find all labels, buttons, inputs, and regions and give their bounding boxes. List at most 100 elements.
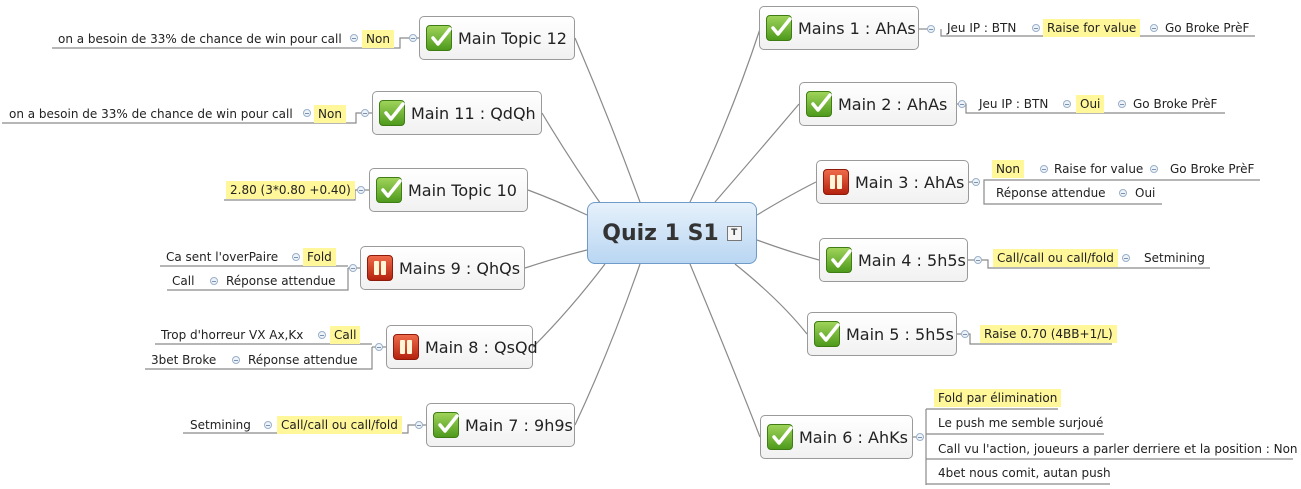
subtopic-label[interactable]: Setmining: [190, 418, 251, 432]
pause-icon: [823, 169, 849, 195]
central-topic[interactable]: Quiz 1 S1 T: [587, 202, 757, 264]
subtopic-label[interactable]: Non: [314, 105, 346, 123]
collapse-toggle[interactable]: [916, 433, 924, 441]
collapse-toggle[interactable]: [409, 34, 417, 42]
subtopic-label[interactable]: Ca sent l'overPaire: [166, 250, 279, 264]
topic-main-12[interactable]: Main Topic 12: [419, 16, 575, 60]
subtopic-label[interactable]: Fold: [303, 248, 336, 266]
topic-title: Main Topic 10: [408, 180, 517, 200]
topic-main-6[interactable]: Main 6 : AhKs: [760, 415, 913, 459]
collapse-toggle[interactable]: [1150, 24, 1158, 32]
subtopic-label[interactable]: Call/call ou call/fold: [277, 416, 402, 434]
pause-icon: [367, 255, 393, 281]
subtopic-label[interactable]: Fold par élimination: [934, 389, 1062, 407]
subtopic-label[interactable]: Jeu IP : BTN: [947, 21, 1017, 35]
central-title: Quiz 1 S1: [602, 220, 719, 246]
subtopic-label[interactable]: Oui: [1076, 95, 1105, 113]
collapse-toggle[interactable]: [1040, 165, 1048, 173]
collapse-toggle[interactable]: [961, 330, 969, 338]
subtopic-label[interactable]: on a besoin de 33% de chance de win pour…: [9, 107, 293, 121]
collapse-toggle[interactable]: [1118, 100, 1126, 108]
checkmark-icon: [376, 177, 402, 203]
collapse-toggle[interactable]: [1063, 100, 1071, 108]
checkmark-icon: [826, 247, 852, 273]
topic-main-3[interactable]: Main 3 : AhAs: [816, 160, 969, 204]
collapse-toggle[interactable]: [375, 343, 383, 351]
subtopic-label[interactable]: Réponse attendue: [996, 186, 1106, 200]
checkmark-icon: [767, 424, 793, 450]
collapse-toggle[interactable]: [1150, 165, 1158, 173]
topic-title: Main 6 : AhKs: [799, 427, 908, 447]
subtopic-label[interactable]: Call: [172, 274, 195, 288]
connector: [574, 37, 641, 203]
topic-title: Main Topic 12: [458, 28, 567, 48]
collapse-toggle[interactable]: [974, 256, 982, 264]
topic-main-4[interactable]: Main 4 : 5h5s: [819, 238, 968, 282]
checkmark-icon: [433, 412, 459, 438]
subtopic-label[interactable]: Raise 0.70 (4BB+1/L): [980, 325, 1117, 343]
subtopic-label[interactable]: Go Broke PrèF: [1170, 162, 1255, 176]
collapse-toggle[interactable]: [210, 277, 218, 285]
collapse-toggle[interactable]: [350, 34, 358, 42]
collapse-toggle[interactable]: [264, 421, 272, 429]
subtopic-label[interactable]: Call: [330, 326, 361, 344]
connector: [756, 181, 817, 216]
subtopic-label[interactable]: Le push me semble surjoué: [938, 416, 1104, 430]
subtopic-label[interactable]: Réponse attendue: [226, 274, 336, 288]
topic-main-11[interactable]: Main 11 : QdQh: [372, 91, 542, 135]
collapse-toggle[interactable]: [1032, 24, 1040, 32]
collapse-toggle[interactable]: [415, 421, 423, 429]
subtopic-label[interactable]: Go Broke PrèF: [1133, 97, 1218, 111]
subtopic-label[interactable]: Setmining: [1144, 251, 1205, 265]
subtopic-label[interactable]: Trop d'horreur VX Ax,Kx: [161, 328, 304, 342]
topic-mains-9[interactable]: Mains 9 : QhQs: [360, 246, 525, 290]
subtopic-label[interactable]: Raise for value: [1043, 19, 1141, 37]
collapse-toggle[interactable]: [361, 109, 369, 117]
subtopic-label[interactable]: 2.80 (3*0.80 +0.40): [226, 181, 355, 199]
subtopic-label[interactable]: Jeu IP : BTN: [979, 97, 1049, 111]
collapse-toggle[interactable]: [318, 331, 326, 339]
topic-main-7[interactable]: Main 7 : 9h9s: [426, 403, 575, 447]
connector: [541, 112, 606, 211]
connector: [689, 263, 761, 438]
topic-title: Main 11 : QdQh: [411, 103, 536, 123]
collapse-toggle[interactable]: [357, 186, 365, 194]
connector: [524, 249, 588, 269]
subtopic-label[interactable]: Raise for value: [1054, 162, 1144, 176]
collapse-toggle[interactable]: [349, 264, 357, 272]
subtopic-label[interactable]: Non: [992, 160, 1024, 178]
topic-title: Main 2 : AhAs: [838, 94, 948, 114]
subtopic-label[interactable]: Go Broke PrèF: [1165, 21, 1250, 35]
checkmark-icon: [766, 15, 792, 41]
topic-title: Main 8 : QsQd: [425, 337, 538, 357]
topic-main-5[interactable]: Main 5 : 5h5s: [807, 312, 957, 356]
subtopic-label[interactable]: Réponse attendue: [248, 353, 358, 367]
subtopic-label[interactable]: on a besoin de 33% de chance de win pour…: [58, 32, 342, 46]
collapse-toggle[interactable]: [303, 109, 311, 117]
collapse-toggle[interactable]: [1122, 254, 1130, 262]
note-icon[interactable]: T: [726, 225, 742, 241]
topic-mains-1[interactable]: Mains 1 : AhAs: [759, 6, 919, 50]
subtopic-label[interactable]: Call vu l'action, joueurs a parler derri…: [938, 442, 1298, 456]
collapse-toggle[interactable]: [927, 25, 935, 33]
collapse-toggle[interactable]: [972, 178, 980, 186]
topic-main-8[interactable]: Main 8 : QsQd: [386, 325, 538, 369]
connector: [756, 239, 820, 261]
collapse-toggle[interactable]: [1119, 189, 1127, 197]
topic-main-2[interactable]: Main 2 : AhAs: [799, 82, 957, 126]
connector: [734, 263, 808, 335]
subtopic-label[interactable]: Non: [362, 30, 394, 48]
collapse-toggle[interactable]: [958, 100, 966, 108]
topic-title: Mains 1 : AhAs: [798, 18, 916, 38]
subtopic-label[interactable]: 4bet nous comit, autan push: [938, 466, 1111, 480]
checkmark-icon: [814, 321, 840, 347]
topic-main-10[interactable]: Main Topic 10: [369, 168, 528, 212]
subtopic-label[interactable]: 3bet Broke: [151, 353, 217, 367]
subtopic-label[interactable]: Call/call ou call/fold: [993, 249, 1118, 267]
collapse-toggle[interactable]: [292, 253, 300, 261]
subtopic-label[interactable]: Oui: [1135, 186, 1156, 200]
connector: [532, 263, 606, 348]
collapse-toggle[interactable]: [232, 356, 240, 364]
connector: [574, 263, 641, 426]
topic-title: Mains 9 : QhQs: [399, 258, 521, 278]
